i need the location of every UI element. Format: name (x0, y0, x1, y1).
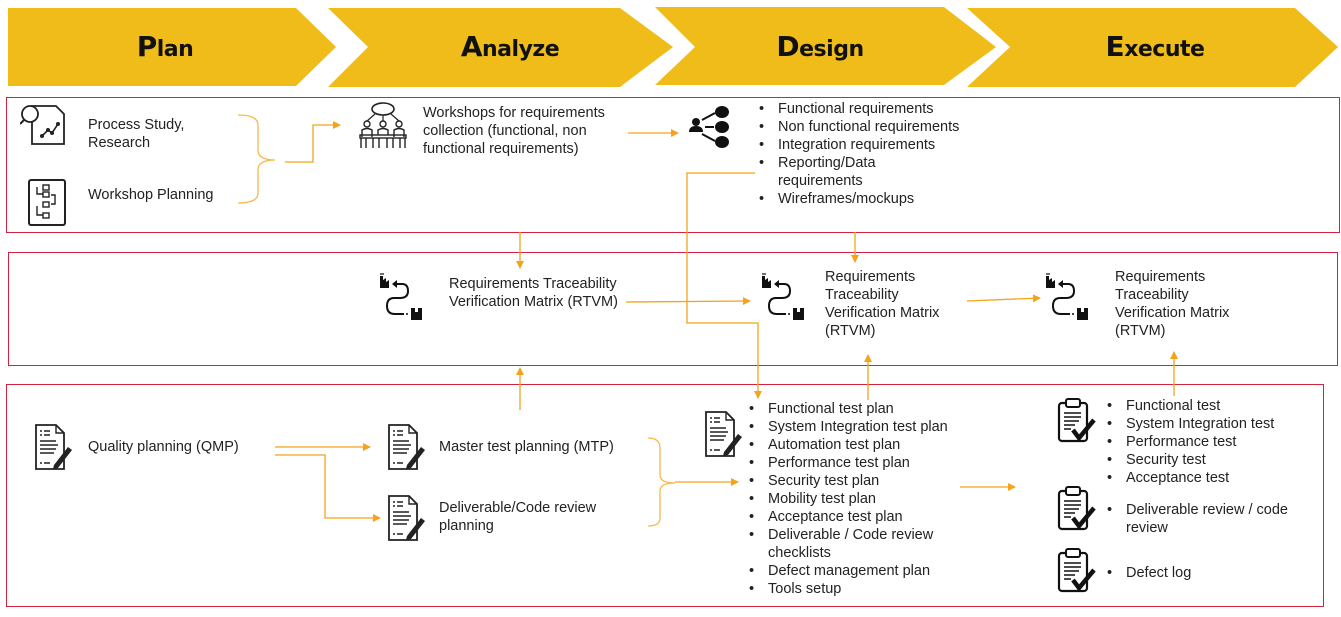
list-item: Defect log (1104, 564, 1319, 582)
phase-execute: Execute (1105, 30, 1205, 63)
supply-chain-icon (762, 273, 804, 320)
rtvm-analyze-label: Requirements Traceability Verification M… (449, 276, 618, 310)
document-edit-icon (705, 411, 742, 457)
document-edit-icon (35, 424, 72, 470)
phase-design: Design (776, 30, 864, 63)
process-study-label: Process Study, Research (88, 117, 185, 151)
execute-review-list: Deliverable review / code review (1104, 501, 1329, 537)
execute-tests-list: Functional test System Integration test … (1104, 397, 1319, 487)
rtvm-band (8, 252, 1338, 366)
list-item: Tools setup (746, 580, 971, 598)
list-item: Deliverable review / code review (1104, 501, 1329, 537)
list-item: Acceptance test (1104, 469, 1319, 487)
clipboard-check-icon (1057, 398, 1096, 443)
meeting-icon (359, 102, 407, 148)
list-item: Wireframes/mockups (756, 190, 961, 208)
document-edit-icon (388, 424, 425, 470)
requirements-band (6, 97, 1340, 233)
execute-defect-list: Defect log (1104, 564, 1319, 582)
rtvm-design-label: Requirements Traceability Verification M… (825, 269, 940, 339)
supply-chain-icon (380, 273, 422, 320)
list-item: Deliverable / Code review checklists (746, 526, 971, 562)
list-item: Performance test plan (746, 454, 971, 472)
phase-chevron-plan (8, 8, 336, 86)
clipboard-check-icon (1057, 486, 1096, 531)
list-item: Security test plan (746, 472, 971, 490)
quality-band (6, 384, 1324, 607)
document-edit-icon (388, 495, 425, 541)
rtvm-execute-label: Requirements Traceability Verification M… (1115, 269, 1230, 339)
list-item: Integration requirements (756, 136, 961, 154)
master-test-planning-label: Master test planning (MTP) (439, 439, 614, 455)
workshop-planning-label: Workshop Planning (88, 187, 214, 203)
list-item: Functional test (1104, 397, 1319, 415)
list-item: Acceptance test plan (746, 508, 971, 526)
design-test-plans-list: Functional test plan System Integration … (746, 400, 971, 598)
list-item: Non functional requirements (756, 118, 961, 136)
list-item: Functional requirements (756, 100, 961, 118)
workshops-label: Workshops for requirements collection (f… (423, 105, 605, 157)
code-review-planning-label: Deliverable/Code review planning (439, 500, 597, 534)
workflow-document-icon (28, 179, 66, 226)
phase-chevron-design (655, 7, 996, 85)
list-item: Automation test plan (746, 436, 971, 454)
list-item: Performance test (1104, 433, 1319, 451)
phase-chevron-execute (967, 8, 1338, 87)
list-item: Defect management plan (746, 562, 971, 580)
list-item: System Integration test (1104, 415, 1319, 433)
quality-planning-label: Quality planning (QMP) (88, 439, 239, 455)
list-item: Reporting/Data requirements (756, 154, 961, 190)
design-requirements-list: Functional requirements Non functional r… (756, 100, 961, 208)
phase-analyze: Analyze (460, 30, 560, 63)
list-item: Mobility test plan (746, 490, 971, 508)
user-network-icon (689, 106, 729, 148)
list-item: Security test (1104, 451, 1319, 469)
list-item: System Integration test plan (746, 418, 971, 436)
phase-plan: Plan (136, 30, 194, 63)
list-item: Functional test plan (746, 400, 971, 418)
phase-chevrons (8, 7, 1338, 87)
search-document-icon (20, 105, 65, 145)
phase-chevron-analyze (328, 8, 673, 87)
supply-chain-icon (1046, 273, 1088, 320)
clipboard-check-icon (1057, 548, 1096, 593)
